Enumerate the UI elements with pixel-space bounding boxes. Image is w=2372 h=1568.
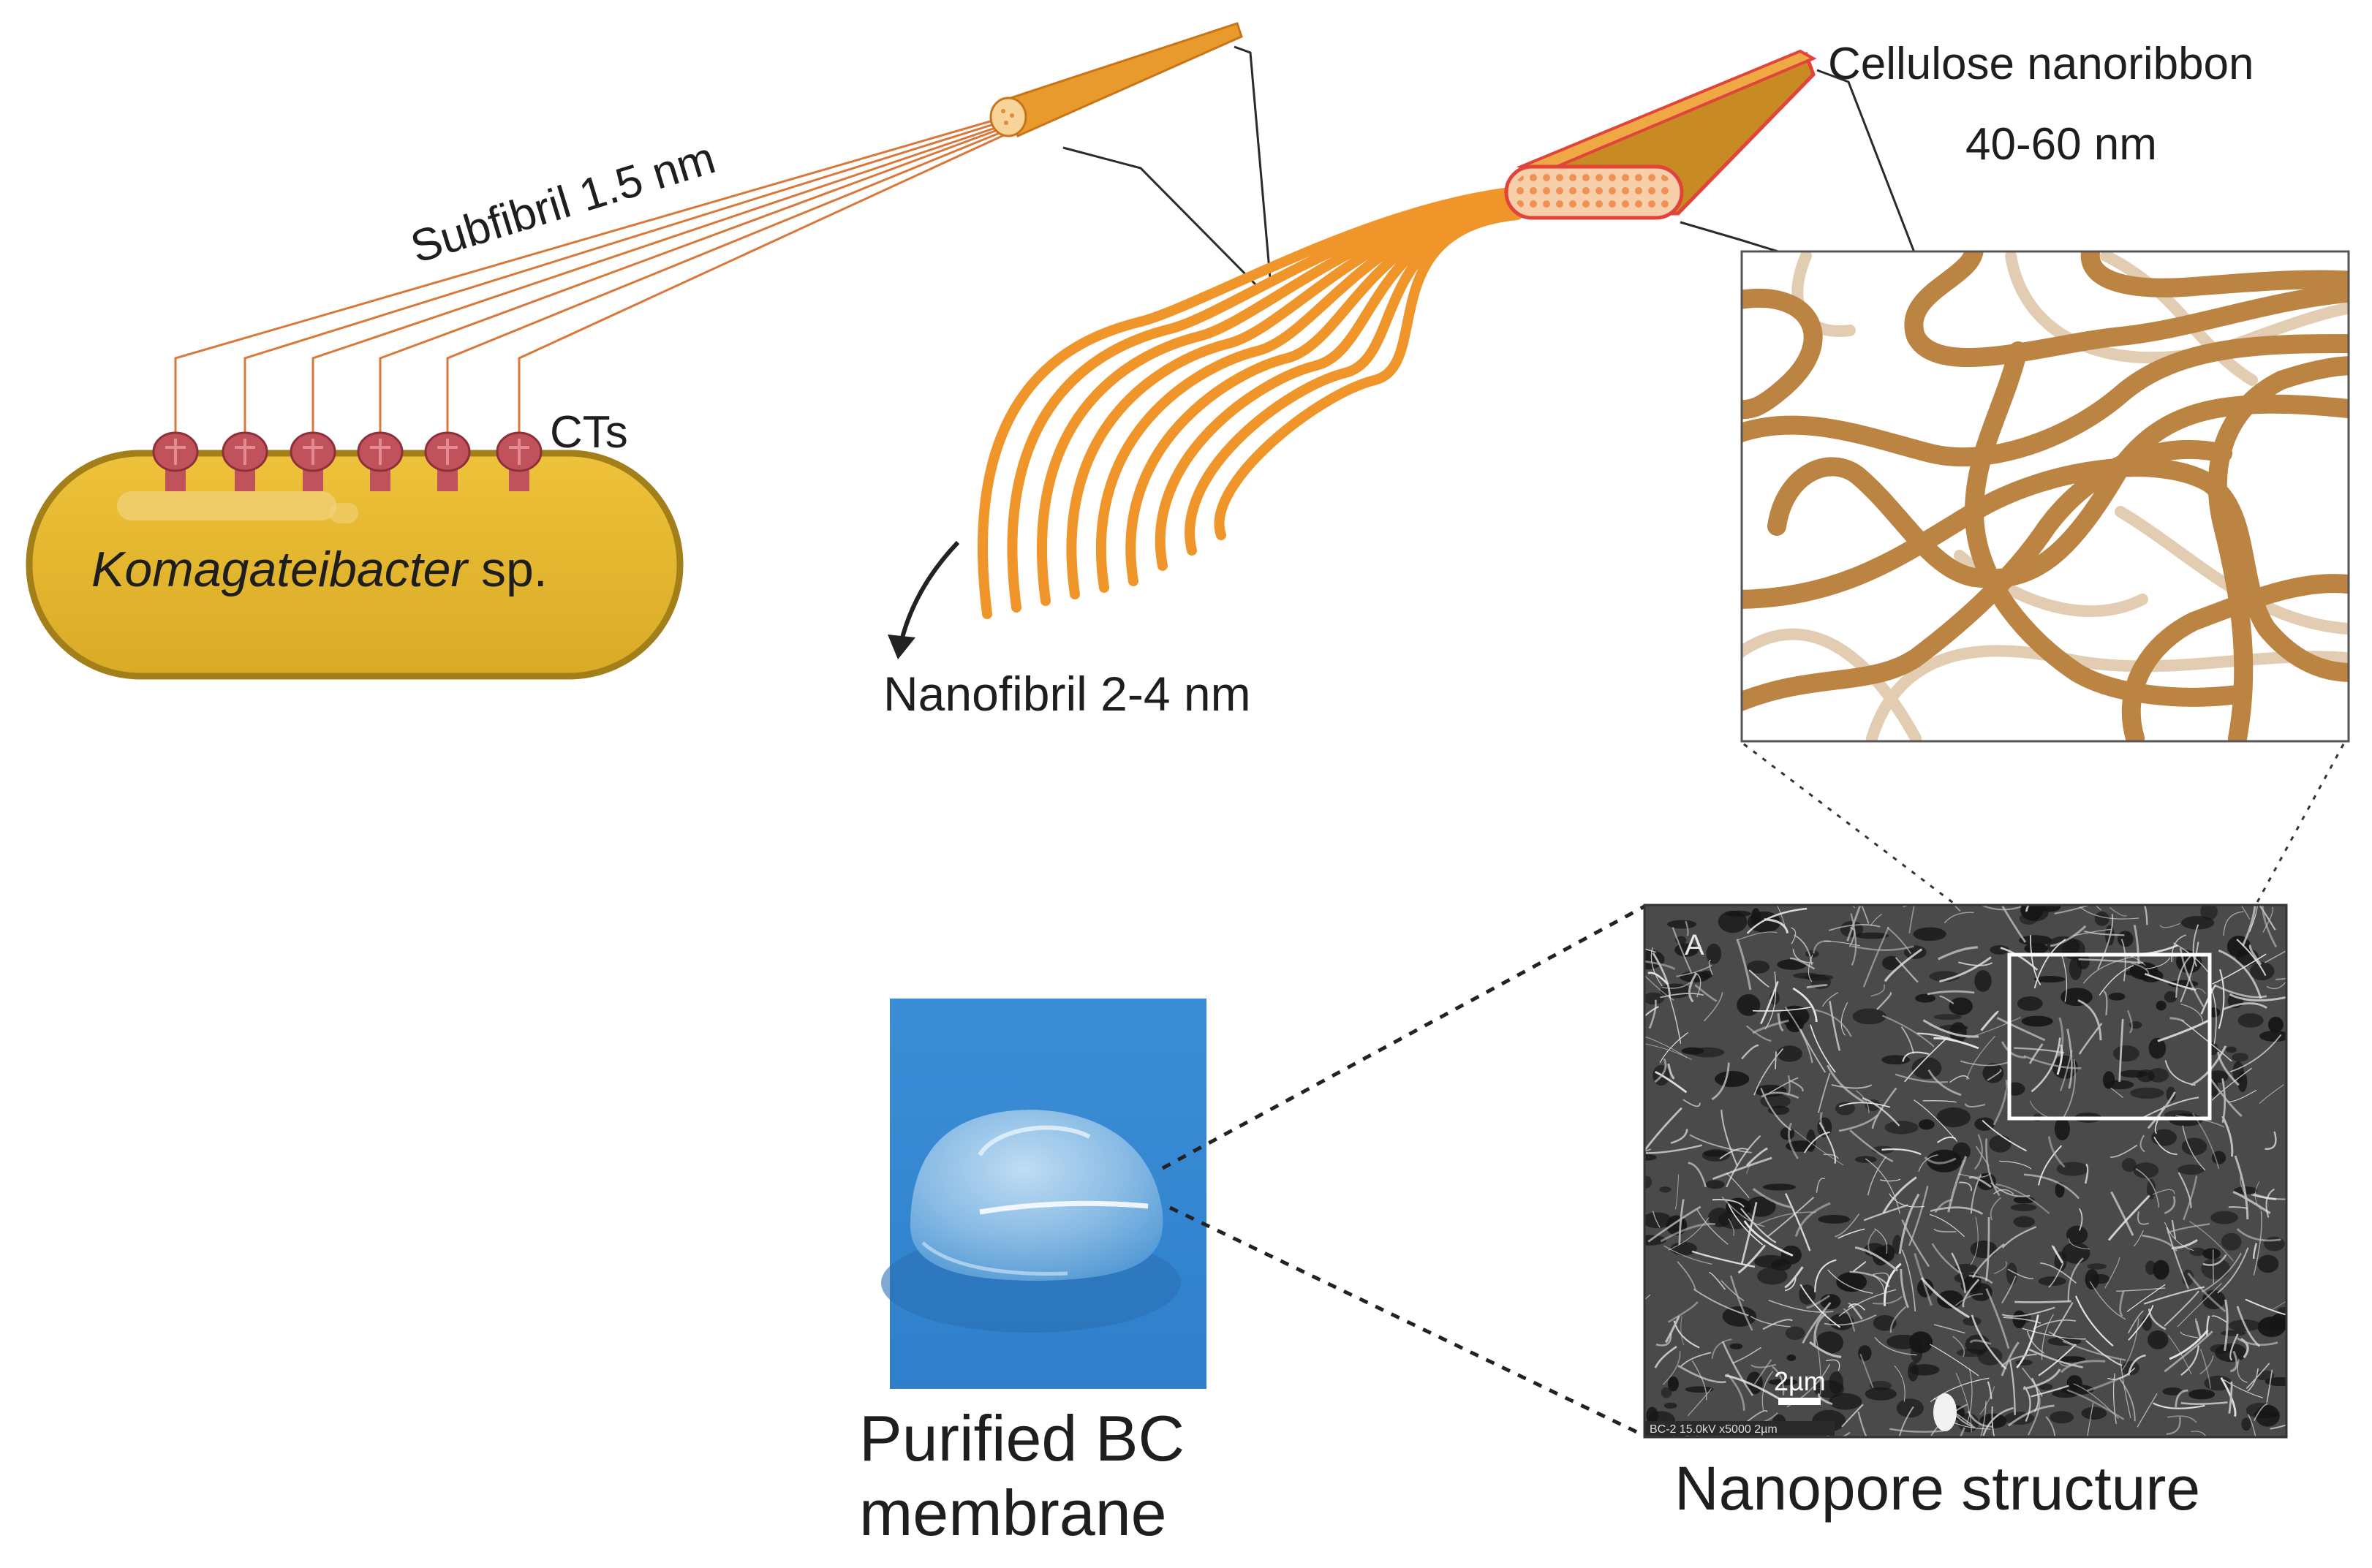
bacterium-cell [26, 450, 684, 680]
ribbon-label-line2: 40-60 nm [1965, 119, 2157, 170]
cellulose-synthase-terminal-complexes [152, 431, 543, 491]
nanopore-label: Nanopore structure [1674, 1454, 2200, 1523]
ct-complex [222, 431, 268, 491]
ribbon-label-line1: Cellulose nanoribbon [1828, 39, 2254, 89]
sem-inset-box [2007, 952, 2212, 1121]
bc-membrane-photo [881, 999, 1206, 1389]
membrane-label-line2: membrane [859, 1477, 1167, 1549]
nanofibril-strand [978, 186, 1522, 619]
nanofibril-strand [1185, 207, 1522, 556]
nanofibril-strand [1214, 210, 1522, 540]
subfibril-rod [989, 22, 1243, 137]
connector-lines-subfibril [1062, 45, 1272, 287]
zoom-lines-membrane-to-sem [1161, 904, 1646, 1438]
bacterium-genus: Komagateibacter [91, 542, 469, 597]
ct-complex [424, 431, 471, 491]
bacterium-species-suffix: sp. [467, 542, 548, 597]
bacterium-label: Komagateibacter sp. [91, 542, 548, 597]
nanofibril-strand [1095, 198, 1522, 593]
sem-scale-bar [1778, 1398, 1821, 1405]
ct-complex [496, 431, 543, 491]
cellulose-nanoribbon [1504, 49, 1817, 220]
nanofibril-strand [1037, 192, 1522, 606]
subfibril-threads [174, 117, 1016, 442]
curved-arrow-line [899, 540, 960, 644]
nanoribbon-network-box [1740, 250, 2350, 743]
ct-complex [152, 431, 199, 491]
sem-info-bar: BC-2 15.0kV x5000 2µm [1650, 1423, 1778, 1436]
ct-complex [357, 431, 404, 491]
sem-panel-letter: A [1685, 929, 1704, 961]
nanofibril-label: Nanofibril 2-4 nm [883, 667, 1251, 721]
nanofibril-strand [1066, 195, 1522, 599]
membrane-label-line1: Purified BC [859, 1402, 1185, 1474]
nanofibril-strand [1125, 201, 1522, 586]
zoom-lines-mesh-to-sem [1743, 743, 2345, 906]
ct-complex [290, 431, 336, 491]
cts-label: CTs [550, 407, 628, 458]
nanofibril-strand [1155, 204, 1522, 571]
curved-arrow-head [888, 635, 915, 659]
subfibril-label: Subfibril 1.5 nm [405, 132, 721, 273]
nanofibril-bundle [978, 186, 1522, 619]
sem-image: A 2µm BC-2 15.0kV x5000 2µm [1643, 904, 2288, 1439]
sem-scale-label: 2µm [1774, 1366, 1826, 1396]
nanofibril-strand [1007, 189, 1522, 613]
